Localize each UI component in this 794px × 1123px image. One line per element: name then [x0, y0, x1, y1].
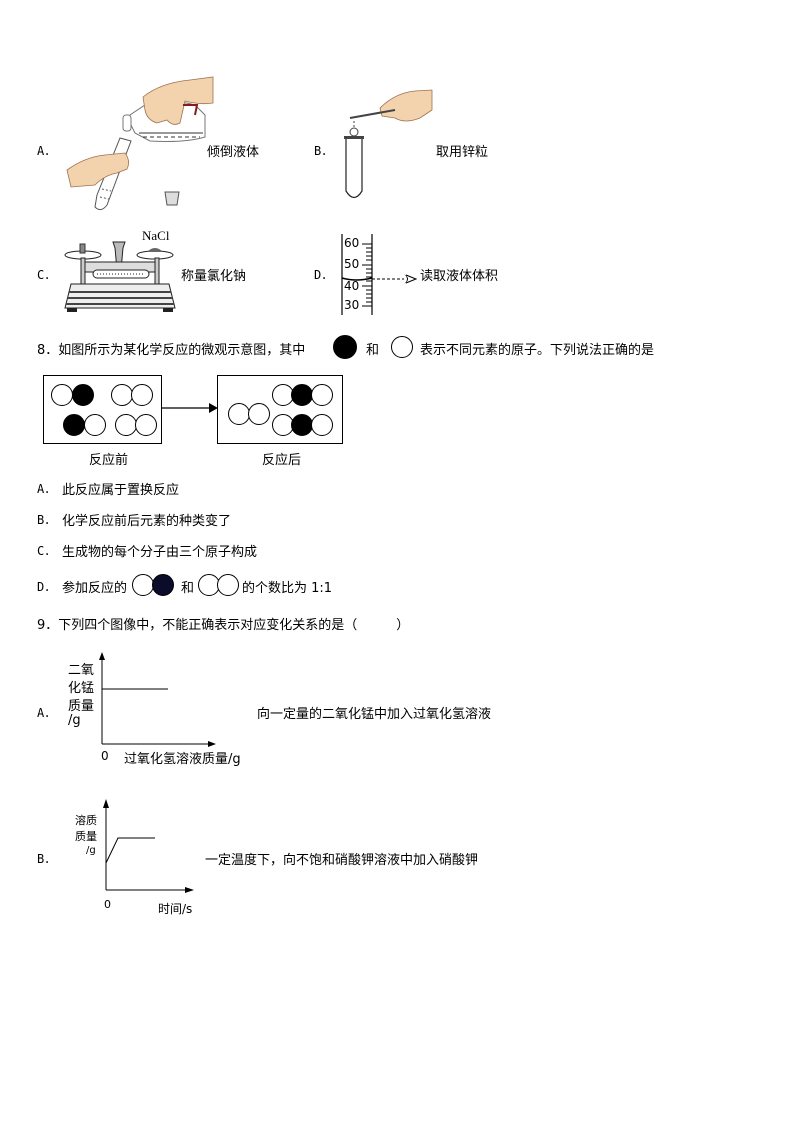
option-description: 向一定量的二氧化锰中加入过氧化氢溶液 [257, 707, 492, 722]
option-label: A． [37, 706, 57, 720]
q9-stem: 9．下列四个图像中，不能正确表示对应变化关系的是（ ） [37, 618, 410, 633]
q8-stem-prefix: 8．如图所示为某化学反应的微观示意图，其中 [37, 343, 306, 358]
y-axis-label-line: /g [86, 845, 96, 856]
option-caption: 称量氯化钠 [181, 269, 247, 284]
option-label: A． [37, 144, 57, 158]
chart-a-mno2-mass [99, 652, 216, 747]
option-caption: 取用锌粒 [436, 145, 489, 160]
q8-stem-and: 和 [366, 343, 380, 358]
scale-50: 50 [344, 257, 360, 271]
origin-label: 0 [101, 749, 109, 763]
y-axis-label-line: 质量 [68, 699, 95, 714]
adding-zinc-granule-illustration [344, 89, 433, 199]
y-axis-label-line: 二氧 [68, 663, 95, 678]
dark-atom-icon [333, 335, 357, 359]
scale-40: 40 [344, 279, 360, 293]
y-axis-label-line: /g [68, 713, 81, 728]
option-label: C． [37, 544, 57, 558]
option-text-and: 和 [181, 581, 195, 596]
before-reaction-label: 反应前 [89, 453, 129, 468]
option-label: C． [37, 268, 57, 282]
option-text: 化学反应前后元素的种类变了 [62, 514, 232, 529]
light-atom-icon [391, 336, 413, 358]
option-text: 生成物的每个分子由三个原子构成 [62, 545, 258, 560]
x-axis-label: 时间/s [158, 902, 193, 916]
origin-label: 0 [104, 898, 111, 911]
y-axis-label-line: 化锰 [68, 681, 95, 696]
option-caption: 倾倒液体 [207, 145, 260, 160]
option-text: 此反应属于置换反应 [62, 483, 180, 498]
q8-stem-suffix: 表示不同元素的原子。下列说法正确的是 [420, 343, 655, 358]
light-atom-icon [132, 574, 154, 596]
y-axis-label-line: 溶质 [75, 814, 97, 827]
nacl-label: NaCl [142, 228, 170, 243]
option-label: D． [314, 268, 334, 282]
balance-weighing-illustration [64, 241, 176, 312]
option-label: B． [314, 144, 334, 158]
option-label: D． [37, 580, 57, 594]
light-atom-icon [217, 574, 239, 596]
after-reaction-box [217, 375, 343, 444]
option-text-suffix: 的个数比为 1:1 [242, 581, 333, 596]
after-reaction-label: 反应后 [262, 453, 302, 468]
graduated-cylinder-reading-illustration [341, 234, 418, 315]
option-caption: 读取液体体积 [420, 269, 499, 284]
option-label: B． [37, 513, 57, 527]
before-reaction-box [43, 375, 162, 444]
reaction-arrow-icon [161, 403, 218, 413]
option-description: 一定温度下，向不饱和硝酸钾溶液中加入硝酸钾 [205, 853, 479, 868]
option-label: A． [37, 482, 57, 496]
option-text-prefix: 参加反应的 [62, 581, 128, 596]
dark-atom-icon [152, 574, 174, 596]
scale-60: 60 [344, 236, 360, 250]
scale-30: 30 [344, 298, 360, 312]
y-axis-label-line: 质量 [75, 830, 97, 843]
x-axis-label: 过氧化氢溶液质量/g [124, 752, 241, 767]
option-label: B． [37, 852, 57, 866]
chart-b-solute-mass [103, 799, 194, 893]
pouring-liquid-illustration [66, 76, 214, 211]
